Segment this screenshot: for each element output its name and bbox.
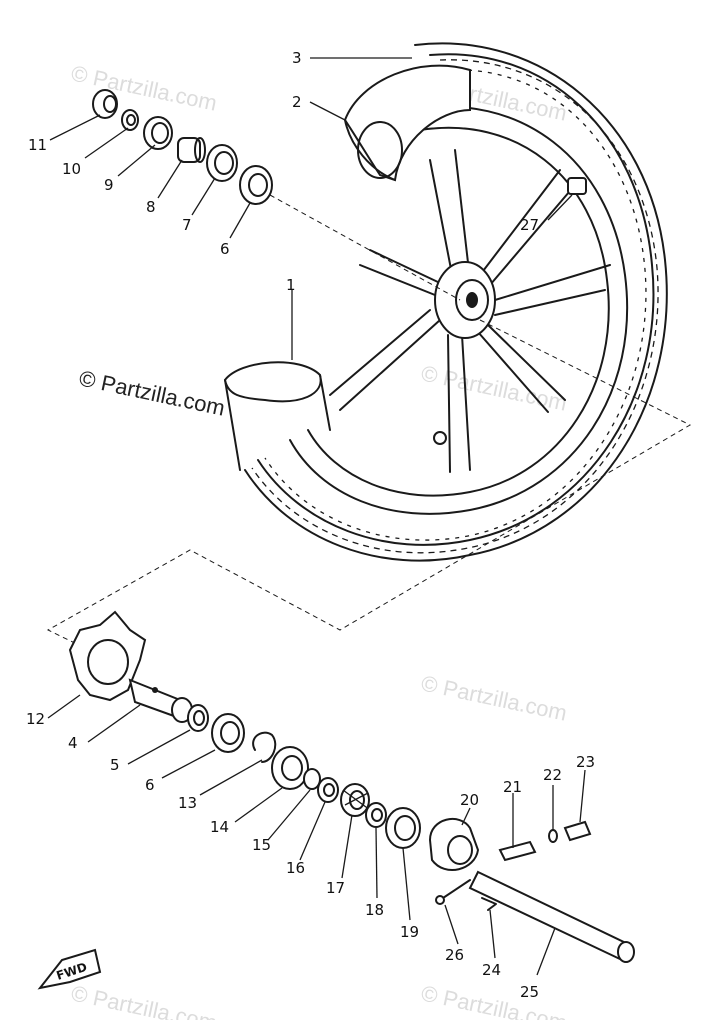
watermark-main: © Partzilla.com	[77, 365, 227, 420]
callout-8: 8	[146, 198, 156, 216]
forward-direction-arrow: FWD	[37, 948, 102, 990]
callout-10: 10	[62, 160, 81, 178]
watermark-faint: © Partzilla.com	[419, 670, 569, 725]
callout-6a: 6	[220, 240, 230, 258]
callout-24: 24	[482, 961, 501, 979]
leader-lines	[47, 57, 586, 976]
callout-3: 3	[292, 49, 302, 67]
tire-tread	[251, 59, 659, 554]
callout-20: 20	[460, 791, 479, 809]
callout-2: 2	[292, 93, 302, 111]
watermark-faint: © Partzilla.com	[419, 980, 569, 1020]
watermark-faint: © Partzilla.com	[69, 60, 219, 115]
lower-hub-assembly	[68, 610, 635, 963]
callout-12: 12	[26, 710, 45, 728]
callout-6b: 6	[145, 776, 155, 794]
callout-21: 21	[503, 778, 522, 796]
callout-16: 16	[286, 859, 305, 877]
callout-18: 18	[365, 901, 384, 919]
callout-22: 22	[543, 766, 562, 784]
callout-25: 25	[520, 983, 539, 1001]
assembly-guide-lines	[46, 194, 692, 666]
callout-4: 4	[68, 734, 78, 752]
callout-labels: 3 2 1 27 11 10 9 8 7 6 12 4 5 6 13 14 15…	[26, 49, 595, 1001]
watermark-faint: © Partzilla.com	[69, 980, 219, 1020]
callout-14: 14	[210, 818, 229, 836]
callout-1: 1	[286, 276, 296, 294]
callout-9: 9	[104, 176, 114, 194]
callout-5: 5	[110, 756, 120, 774]
callout-26: 26	[445, 946, 464, 964]
callout-19: 19	[400, 923, 419, 941]
callout-27: 27	[520, 216, 539, 234]
callout-17: 17	[326, 879, 345, 897]
callout-15: 15	[252, 836, 271, 854]
callout-23: 23	[576, 753, 595, 771]
wheel-assembly	[223, 42, 668, 562]
tube-and-rim-strip	[343, 64, 471, 182]
callout-7: 7	[182, 216, 192, 234]
wheel-spokes	[329, 149, 611, 473]
callout-13: 13	[178, 794, 197, 812]
upper-left-hardware	[92, 89, 273, 205]
callout-11: 11	[28, 136, 47, 154]
watermark-faint: © Partzilla.com	[419, 360, 569, 415]
